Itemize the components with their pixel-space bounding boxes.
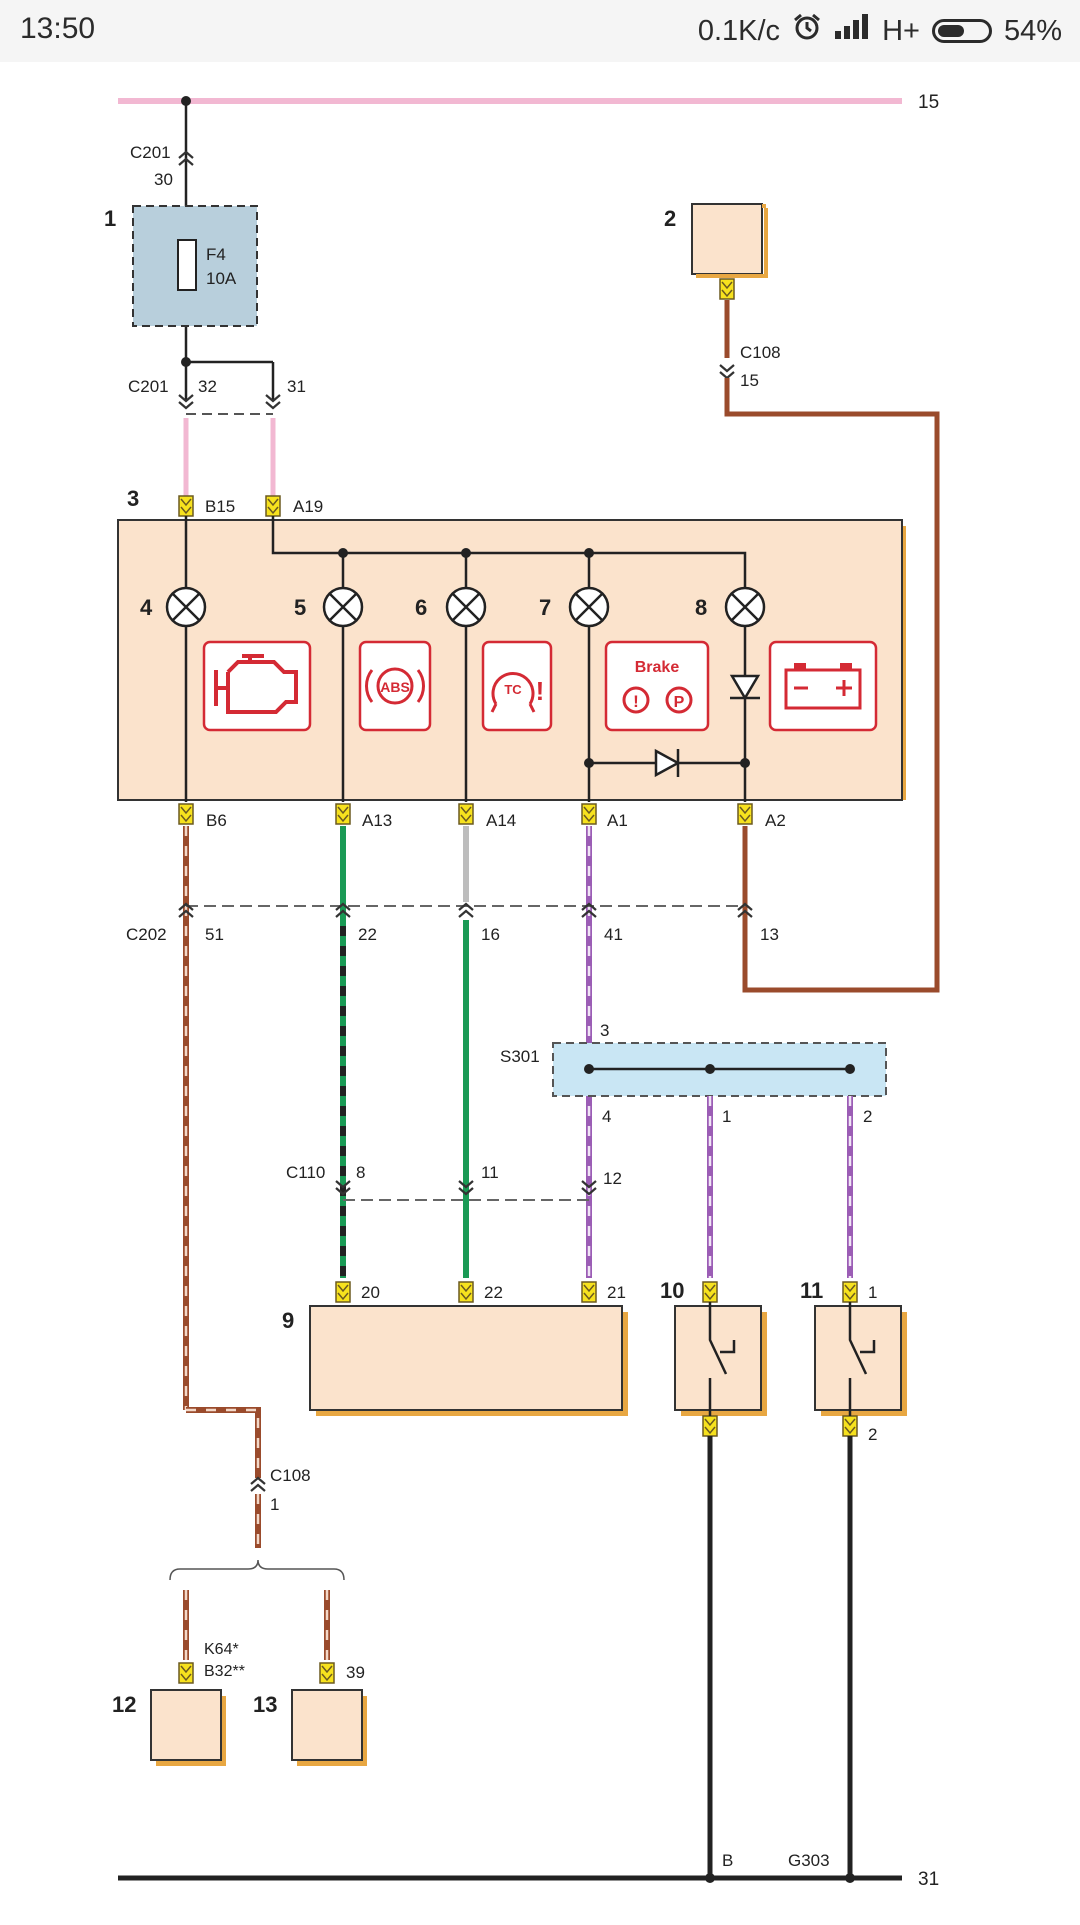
s301-label: S301: [500, 1047, 540, 1066]
net-speed: 0.1K/c: [697, 14, 781, 47]
diode-lamp8: [729, 674, 761, 701]
c108-bot-pin: 1: [270, 1495, 279, 1514]
abs-warning-icon: ABS: [358, 640, 432, 732]
pin-a1: A1: [607, 811, 628, 830]
c202-pin-41: 41: [604, 925, 623, 944]
ground-b-label: B: [722, 1851, 733, 1870]
cell-signal-icon: [834, 14, 870, 48]
lamp-6-label: 6: [415, 595, 427, 620]
alarm-clock-icon: [792, 12, 822, 50]
fuse-f4-symbol: [177, 239, 197, 291]
brake-warning-icon: Brake ! P: [604, 640, 710, 732]
c201-top-label: C201: [130, 143, 171, 162]
switch-11-contact: [848, 1302, 876, 1416]
c108-top-pin: 15: [740, 371, 759, 390]
component-3-label: 3: [127, 486, 139, 511]
tc-icon-excl: !: [536, 676, 545, 706]
pin-a13: A13: [362, 811, 392, 830]
lamp-7: [568, 586, 610, 628]
c201-pin-32: 32: [198, 377, 217, 396]
status-time: 13:50: [20, 12, 96, 45]
rail-31-label: 31: [918, 1869, 939, 1890]
switch-11-pin-2: 2: [868, 1425, 877, 1444]
engine-warning-icon: [202, 640, 312, 732]
pin-21: 21: [607, 1283, 626, 1302]
brake-icon-excl: !: [633, 692, 639, 711]
component-9-label: 9: [282, 1308, 294, 1333]
lamp-7-label: 7: [539, 595, 551, 620]
pin-b15: B15: [205, 497, 235, 516]
c202-pin-51: 51: [205, 925, 224, 944]
brake-icon-text: Brake: [635, 659, 680, 676]
component-2-box: [691, 203, 763, 275]
fuse-rating: 10A: [206, 269, 237, 288]
s301-pin-2: 2: [863, 1107, 872, 1126]
status-right: 0.1K/c H+ 54%: [698, 12, 1062, 50]
component-13-box: [291, 1689, 363, 1761]
component-12-box: [150, 1689, 222, 1761]
pin-22: 22: [484, 1283, 503, 1302]
pin-a19: A19: [293, 497, 323, 516]
component-13-label: 13: [253, 1692, 277, 1717]
s301-pin-4: 4: [602, 1107, 611, 1126]
rail-15-label: 15: [918, 92, 939, 113]
lamp-4-label: 4: [140, 595, 153, 620]
c201-mid-label: C201: [128, 377, 169, 396]
c108-bot-label: C108: [270, 1466, 311, 1485]
variant-bracket: [169, 1559, 345, 1581]
network-type: H+: [882, 14, 920, 47]
battery-warning-icon: [768, 640, 878, 732]
lamp-6: [445, 586, 487, 628]
pin-a14: A14: [486, 811, 516, 830]
c202-pin-13: 13: [760, 925, 779, 944]
c201-top-pin: 30: [154, 170, 173, 189]
pin-20: 20: [361, 1283, 380, 1302]
pin-b32: B32**: [204, 1663, 245, 1680]
status-bar: 13:50 0.1K/c H+ 54%: [0, 0, 1080, 62]
traction-control-icon: TC !: [481, 640, 553, 732]
lamp-4: [165, 586, 207, 628]
battery-percent: 54%: [1003, 14, 1062, 47]
lamp-5: [322, 586, 364, 628]
fuse-name: F4: [206, 245, 226, 264]
c202-pin-22: 22: [358, 925, 377, 944]
c108-top-label: C108: [740, 343, 781, 362]
s301-pin-1: 1: [722, 1107, 731, 1126]
c110-label: C110: [286, 1163, 325, 1182]
component-11-label: 11: [800, 1278, 823, 1303]
c202-label: C202: [126, 925, 167, 944]
abs-icon-text: ABS: [380, 679, 410, 695]
tc-icon-text: TC: [504, 682, 522, 697]
park-icon-text: P: [674, 694, 685, 711]
s301-pin-3: 3: [600, 1021, 609, 1040]
brown-wire-a2: [724, 378, 940, 993]
battery-icon: [931, 19, 992, 43]
c110-pin-8: 8: [356, 1163, 365, 1182]
pin-b6: B6: [206, 811, 227, 830]
component-9-box: [309, 1305, 623, 1411]
component-1-label: 1: [104, 206, 116, 231]
c110-pin-11: 11: [481, 1163, 499, 1182]
lamp-8-label: 8: [695, 595, 707, 620]
component-10-label: 10: [660, 1278, 684, 1303]
component-12-label: 12: [112, 1692, 136, 1717]
diode-bridge: [654, 748, 681, 778]
wiring-diagram: 15 31 C201 30 1 F4 10A C201 32 31 B15 A1…: [0, 62, 1080, 1920]
ground-g303-label: G303: [788, 1851, 830, 1870]
c110-pin-12: 12: [603, 1169, 622, 1188]
lamp-5-label: 5: [294, 595, 306, 620]
c201-pin-31: 31: [287, 377, 306, 396]
pin-k64: K64*: [204, 1641, 239, 1658]
component-2-label: 2: [664, 206, 676, 231]
c202-pin-16: 16: [481, 925, 500, 944]
switch-11-pin-1: 1: [868, 1283, 877, 1302]
pin-39: 39: [346, 1663, 365, 1682]
switch-10-contact: [708, 1302, 736, 1416]
lamp-8: [724, 586, 766, 628]
pin-a2: A2: [765, 811, 786, 830]
